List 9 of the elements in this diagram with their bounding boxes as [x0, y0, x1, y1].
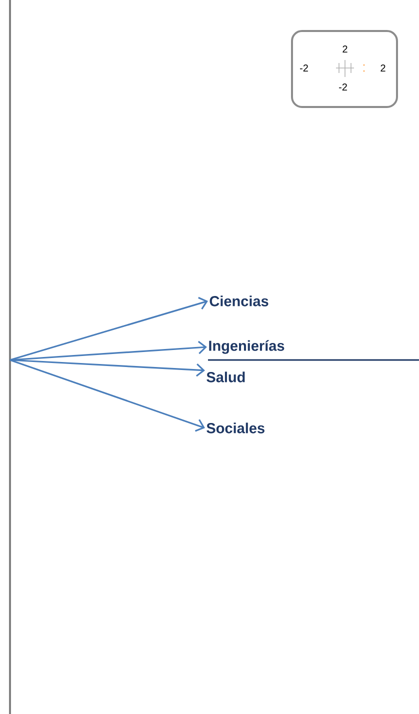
arrow: [10, 359, 205, 432]
legend-box: 2 -2 2 -2: [291, 30, 398, 108]
arrow: [10, 296, 208, 361]
category-label: Sociales: [206, 422, 264, 434]
category-label: Ciencias: [210, 296, 268, 306]
arrow: [10, 359, 205, 377]
category-label: Ingenierías: [209, 340, 284, 354]
arrow: [10, 340, 207, 361]
category-label: Salud: [206, 372, 245, 382]
